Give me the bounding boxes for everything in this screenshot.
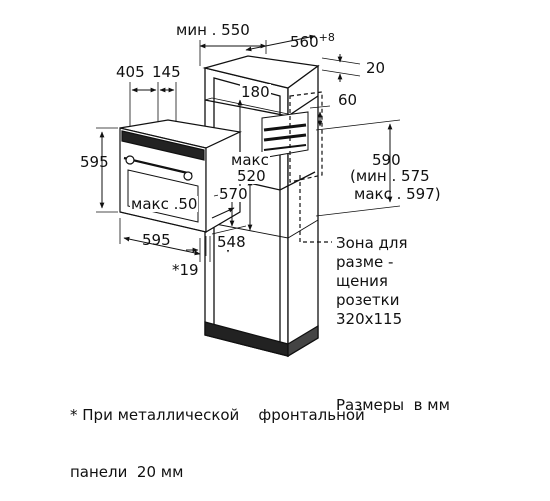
- oven-installation-drawing: [96, 34, 401, 358]
- oven: [119, 119, 242, 234]
- socket-zone-line: 320х115: [336, 310, 403, 328]
- footnote-line: панели 20 мм: [70, 463, 184, 481]
- units-note: Размеры в мм: [336, 396, 450, 414]
- dim-maks-50: макс .50: [130, 195, 199, 213]
- socket-zone-outline: [289, 91, 332, 243]
- cabinet-side: [287, 64, 319, 358]
- dim-560-value: 560: [290, 33, 319, 51]
- dim-520: 520: [236, 167, 267, 185]
- dim-star-19: *19: [172, 261, 199, 279]
- dim-maks-597: макс . 597): [354, 185, 441, 203]
- dim-595-width: 595: [142, 231, 171, 249]
- dim-min-550: мин . 550: [176, 21, 250, 39]
- dim-405: 405: [116, 63, 145, 81]
- dim-min-575: (мин . 575: [350, 167, 430, 185]
- socket-zone-line: розетки: [336, 291, 400, 309]
- oven-door-window: [127, 169, 199, 223]
- dim-590: 590: [372, 151, 401, 169]
- dim-595-height: 595: [80, 153, 109, 171]
- socket-zone-note: Зона для разме - щения розетки 320х115: [336, 234, 408, 329]
- oven-knob-right: [183, 171, 193, 181]
- socket-zone-line: щения: [336, 272, 388, 290]
- socket-zone-line: разме -: [336, 253, 394, 271]
- oven-bottom: [119, 211, 241, 233]
- dim-145: 145: [152, 63, 181, 81]
- oven-knob-left: [125, 155, 135, 165]
- vent-cutout: [261, 111, 309, 159]
- dim-20: 20: [366, 59, 386, 77]
- dim-570: 570: [218, 185, 249, 203]
- footnote: * При металлической фронтальной панели 2…: [70, 368, 365, 501]
- dim-560: 560+8: [290, 30, 335, 50]
- shelf-front: [204, 97, 289, 115]
- dim-560-tolerance: +8: [318, 31, 335, 44]
- bottom-shelf: [204, 219, 319, 239]
- oven-control-panel: [121, 130, 205, 161]
- plinth-side: [287, 324, 319, 358]
- dim-maks-label: макс: [230, 151, 270, 169]
- dim-548: 548: [216, 233, 247, 251]
- dim-60: 60: [338, 91, 358, 109]
- socket-zone-line: Зона для: [336, 234, 408, 252]
- footnote-line: * При металлической фронтальной: [70, 406, 365, 424]
- oven-handle: [123, 156, 193, 176]
- dim-180: 180: [240, 83, 271, 101]
